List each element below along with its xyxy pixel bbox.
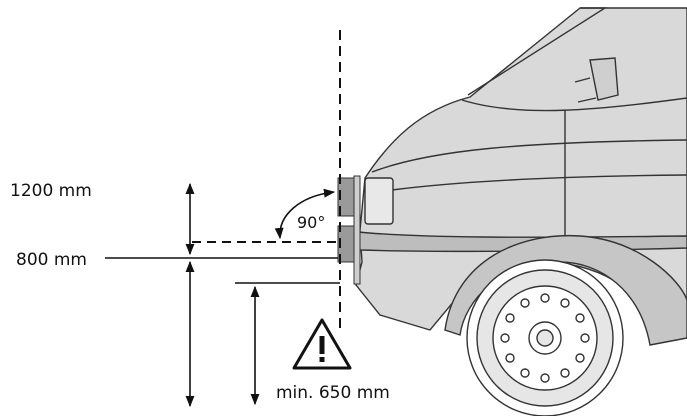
- sensor-bracket: [353, 175, 361, 285]
- windshield-line: [461, 97, 687, 112]
- headlight: [364, 177, 394, 225]
- side-mirror: [589, 57, 619, 101]
- wheel-holes: [500, 293, 590, 383]
- angle-arc: [274, 188, 336, 240]
- label-angle: 90°: [297, 213, 326, 232]
- mirror-arm: [574, 77, 597, 103]
- hood-line: [371, 139, 687, 173]
- vehicle-front: [355, 7, 687, 346]
- vehicle-roof-edge: [467, 7, 608, 96]
- label-800: 800 mm: [16, 250, 87, 270]
- body-crease: [391, 174, 687, 191]
- label-1200: 1200 mm: [10, 181, 92, 201]
- warning-triangle-icon: [292, 318, 352, 370]
- front-wheel: [466, 259, 624, 417]
- label-min-650: min. 650 mm: [276, 383, 390, 403]
